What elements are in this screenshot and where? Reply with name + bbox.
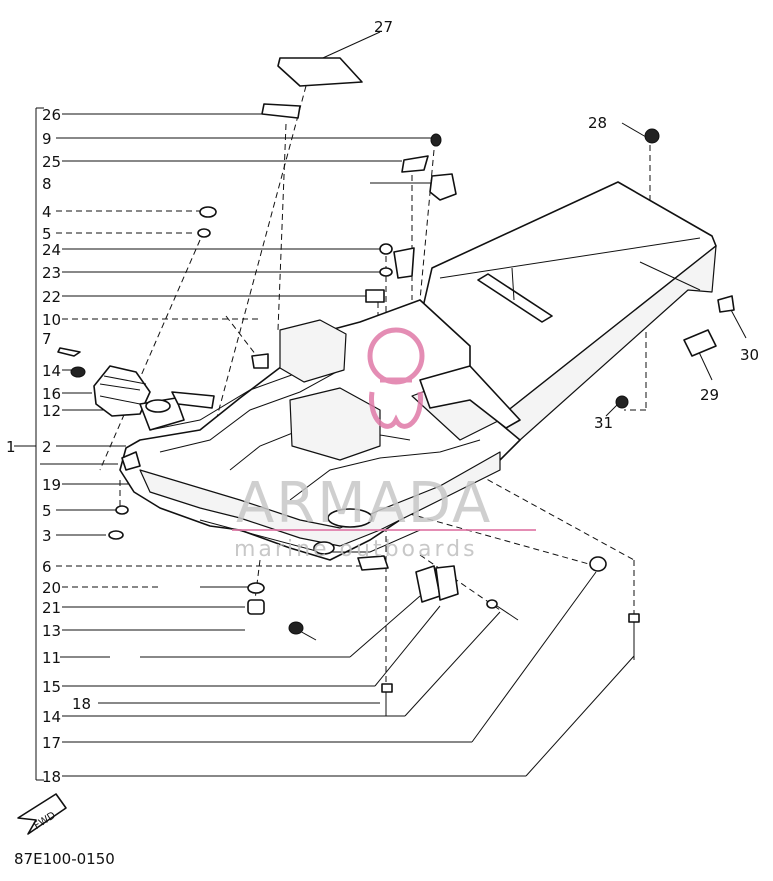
label-26: 26 <box>42 106 61 124</box>
loose-hardware <box>108 57 735 716</box>
label-30: 30 <box>740 346 759 364</box>
label-14-lower: 14 <box>42 708 61 726</box>
label-22: 22 <box>42 288 61 306</box>
watermark-tagline: marine outboards <box>234 537 478 562</box>
front-steering-parts <box>57 347 215 471</box>
label-8: 8 <box>42 175 52 193</box>
label-31: 31 <box>594 414 613 432</box>
label-4: 4 <box>42 203 52 221</box>
left-bracket-frame <box>14 107 44 781</box>
diagram-code: 87E100-0150 <box>14 850 115 868</box>
label-6: 6 <box>42 558 52 576</box>
label-23: 23 <box>42 264 61 282</box>
label-18-upper: 18 <box>72 695 91 713</box>
label-25: 25 <box>42 153 61 171</box>
label-28: 28 <box>588 114 607 132</box>
label-13: 13 <box>42 622 61 640</box>
label-18-lower: 18 <box>42 768 61 786</box>
label-5-lower: 5 <box>42 502 52 520</box>
label-14-upper: 14 <box>42 362 61 380</box>
label-24: 24 <box>42 241 61 259</box>
label-16: 16 <box>42 385 61 403</box>
label-7: 7 <box>42 330 52 348</box>
forward-direction-arrow: FWD <box>17 793 67 835</box>
label-15: 15 <box>42 678 61 696</box>
label-21: 21 <box>42 599 61 617</box>
seat-deck-panel <box>419 181 717 441</box>
label-27: 27 <box>374 18 393 36</box>
label-10: 10 <box>42 311 61 329</box>
label-9: 9 <box>42 130 52 148</box>
leader-lines <box>40 31 747 777</box>
label-3: 3 <box>42 527 52 545</box>
main-frame <box>119 299 521 561</box>
watermark-brand: ARMADA <box>236 471 492 536</box>
label-2: 2 <box>42 438 52 456</box>
label-29: 29 <box>700 386 719 404</box>
part-number-labels: 27 26 9 25 8 4 5 24 23 22 10 7 14 16 12 … <box>6 18 759 786</box>
label-19: 19 <box>42 476 61 494</box>
label-17: 17 <box>42 734 61 752</box>
label-5-upper: 5 <box>42 225 52 243</box>
label-20: 20 <box>42 579 61 597</box>
watermark: ARMADA marine outboards <box>232 327 536 562</box>
label-12: 12 <box>42 402 61 420</box>
brand-logo-mark <box>367 327 425 429</box>
label-1: 1 <box>6 438 16 456</box>
label-11: 11 <box>42 649 61 667</box>
